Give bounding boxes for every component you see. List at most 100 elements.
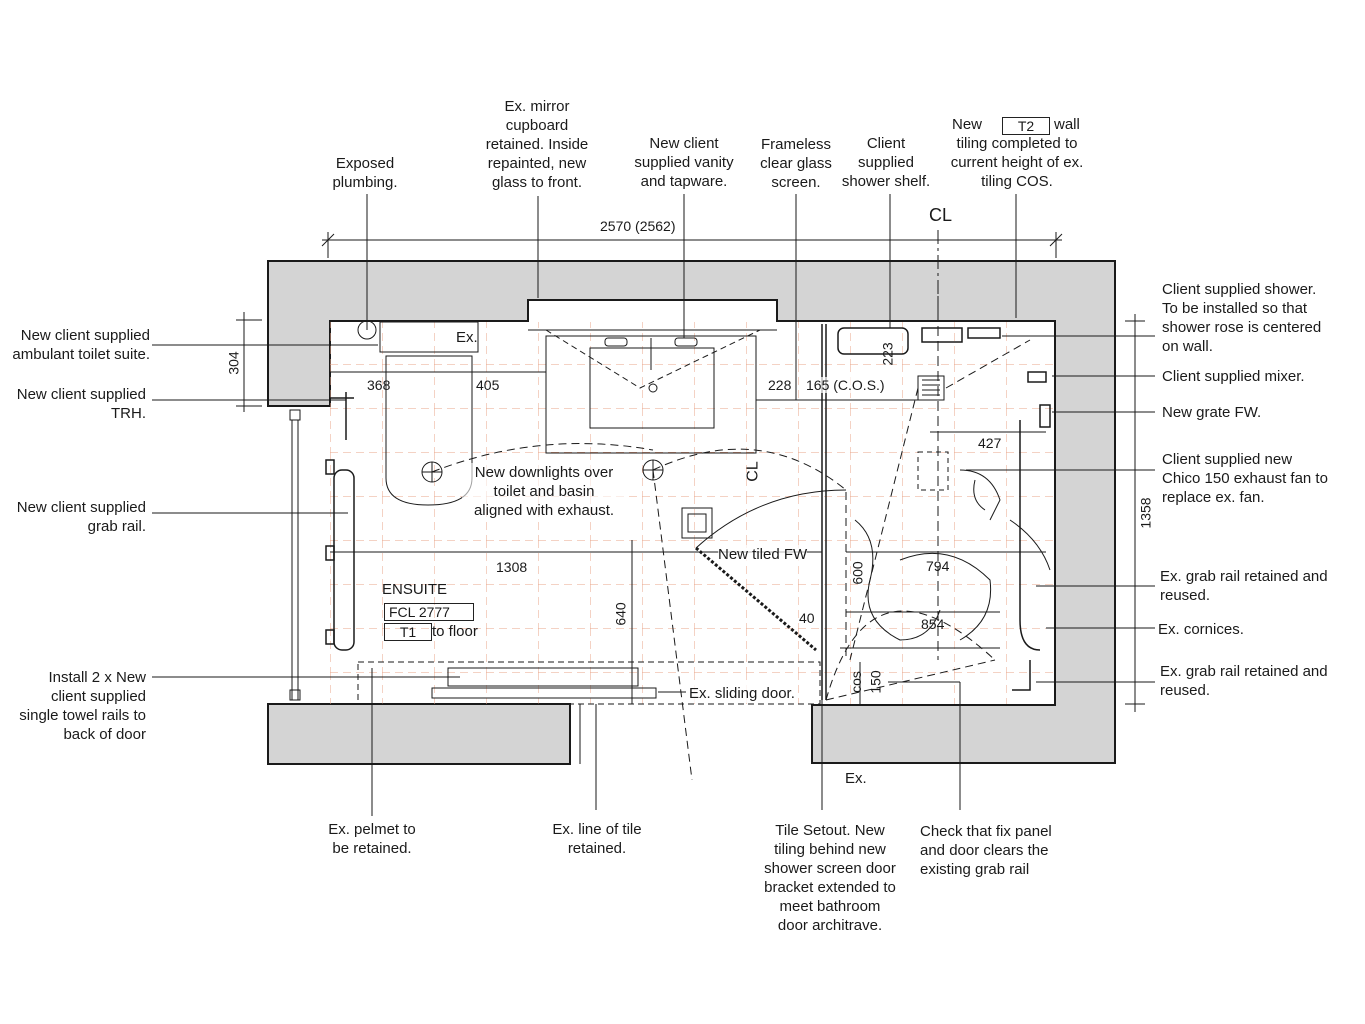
dimension-40: 40: [799, 610, 815, 626]
text-line: Ex. grab rail retained and: [1160, 663, 1328, 680]
text-line: single towel rails to: [19, 707, 146, 724]
bottom-left-wall: [267, 703, 571, 765]
text-line: door architrave.: [777, 917, 883, 934]
label-wall-tiling: tiling completed to current height of ex…: [940, 134, 1094, 191]
label-towel-rails: Install 2 x New client supplied single t…: [0, 668, 146, 744]
text-line: Ex. mirror: [504, 98, 570, 115]
text-line: shower screen door: [764, 860, 896, 877]
dimension-150: 150: [867, 670, 884, 694]
text-line: reused.: [1160, 587, 1211, 604]
text-line: Tile Setout. New: [775, 822, 885, 839]
dimension-1358: 1358: [1137, 497, 1154, 529]
text-line: aligned with exhaust.: [473, 502, 615, 519]
text-line: current height of ex.: [950, 154, 1084, 171]
text-line: back of door: [63, 726, 146, 743]
room-name: ENSUITE: [382, 581, 448, 598]
dimension-304: 304: [225, 351, 242, 375]
overall-dimension-line: [321, 232, 1063, 258]
label-sliding-door: Ex. sliding door.: [689, 684, 795, 703]
dimension-overall: 2570 (2562): [600, 218, 676, 234]
text-line: clear glass: [760, 155, 832, 172]
label-trh: New client supplied TRH.: [0, 385, 146, 423]
text-line: retained.: [567, 840, 627, 857]
label-cos: cos: [847, 671, 864, 693]
label-glass-screen: Frameless clear glass screen.: [750, 135, 842, 192]
text-line: Ex. grab rail retained and: [1160, 568, 1328, 585]
dimension-1308: 1308: [496, 559, 528, 575]
label-wall-tiling-new: New: [952, 116, 983, 133]
tile-code-t2: T2: [1002, 117, 1050, 135]
text-line: New downlights over: [474, 464, 614, 481]
tiled-floor-waste: [681, 507, 713, 539]
label-ex-top: Ex.: [456, 329, 478, 346]
text-line: tiling COS.: [981, 173, 1053, 190]
text-line: and door clears the: [920, 842, 1049, 859]
label-fix-panel: Check that fix panel and door clears the…: [920, 822, 1052, 879]
text-line: supplied vanity: [634, 154, 734, 171]
dimension-165: 165 (C.O.S.): [806, 377, 885, 393]
text-line: replace ex. fan.: [1162, 489, 1265, 506]
label-mirror-cupboard: Ex. mirror cupboard retained. Inside rep…: [474, 97, 600, 192]
text-line: meet bathroom: [779, 898, 881, 915]
leader-lines: [152, 194, 1155, 816]
dimension-427: 427: [978, 435, 1002, 451]
label-cornices: Ex. cornices.: [1158, 621, 1244, 638]
text-line: cupboard: [505, 117, 569, 134]
dimension-228: 228: [768, 377, 792, 393]
text-line: toilet and basin: [493, 483, 595, 500]
text-line: TRH.: [111, 405, 146, 422]
text-line: glass to front.: [491, 174, 583, 191]
sliding-door: [431, 687, 657, 699]
label-tiled-fw: New tiled FW: [718, 545, 808, 564]
text-line: Chico 150 exhaust fan to: [1162, 470, 1328, 487]
dimension-600: 600: [849, 561, 866, 585]
text-line: shower rose is centered: [1162, 319, 1322, 336]
text-line: New client supplied: [16, 386, 146, 403]
text-line: Exposed: [335, 155, 395, 172]
text-line: existing grab rail: [920, 861, 1030, 878]
text-line: Client: [866, 135, 906, 152]
text-line: ambulant toilet suite.: [12, 346, 150, 363]
centreline-top-mark: CL: [929, 205, 953, 225]
text-line: Frameless: [760, 136, 831, 153]
text-line: tiling behind new: [774, 841, 886, 858]
text-line: To be installed so that: [1162, 300, 1308, 317]
text-line: screen.: [771, 174, 821, 191]
ceiling-level-tag: FCL 2777: [384, 603, 474, 621]
vanity: [545, 335, 757, 454]
floor-tile-grid: [330, 322, 1055, 704]
text-line: tiling completed to: [956, 135, 1078, 152]
centreline-mid-mark: CL: [744, 461, 762, 482]
label-toilet-suite: New client supplied ambulant toilet suit…: [0, 326, 150, 364]
text-line: Client supplied new: [1162, 451, 1293, 468]
label-grate-fw: New grate FW.: [1162, 404, 1262, 421]
label-exposed-plumbing: Exposed plumbing.: [320, 154, 410, 192]
text-line: and tapware.: [640, 173, 728, 190]
text-line: Ex. line of tile: [552, 821, 642, 838]
text-line: shower shelf.: [841, 173, 931, 190]
label-to-floor: to floor: [432, 623, 478, 640]
label-vanity: New client supplied vanity and tapware.: [624, 134, 744, 191]
basin: [589, 347, 715, 429]
label-tile-line: Ex. line of tile retained.: [536, 820, 658, 858]
text-line: plumbing.: [332, 174, 398, 191]
label-grab-rail-left: New client supplied grab rail.: [0, 498, 146, 536]
text-line: New client supplied: [20, 327, 150, 344]
label-shower: Client supplied shower. To be installed …: [1162, 280, 1321, 356]
dimension-368: 368: [367, 377, 391, 393]
dimension-640: 640: [612, 602, 629, 626]
label-downlights: New downlights over toilet and basin ali…: [462, 463, 626, 520]
text-line: on wall.: [1162, 338, 1213, 355]
text-line: client supplied: [50, 688, 146, 705]
text-line: Client supplied shower.: [1162, 281, 1317, 298]
text-line: Ex. pelmet to: [328, 821, 416, 838]
label-shower-shelf: Client supplied shower shelf.: [836, 134, 936, 191]
label-ex-bottom: Ex.: [845, 770, 867, 787]
text-line: bracket extended to: [764, 879, 896, 896]
label-pelmet: Ex. pelmet to be retained.: [312, 820, 432, 858]
dimension-223: 223: [879, 342, 896, 366]
label-tile-setout: Tile Setout. New tiling behind new showe…: [752, 821, 908, 935]
text-line: New client: [649, 135, 719, 152]
text-line: grab rail.: [87, 518, 146, 535]
